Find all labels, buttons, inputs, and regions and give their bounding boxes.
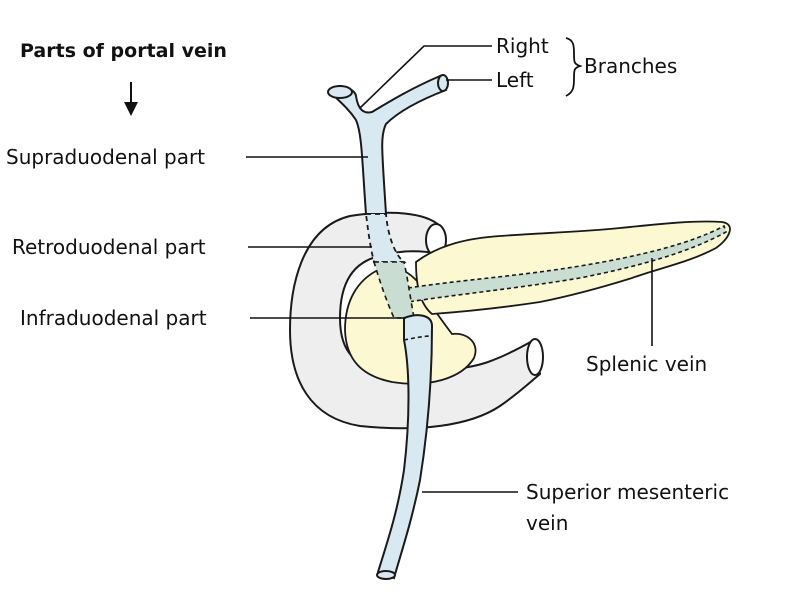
brace-icon <box>565 37 583 97</box>
duodenum-lower-end <box>526 338 544 376</box>
down-arrow-icon <box>124 102 138 116</box>
sm-vein-end <box>376 570 396 580</box>
right-branch-end <box>327 85 353 99</box>
duodenum <box>288 211 542 430</box>
label-superior-mesenteric-line1: Superior mesenteric <box>526 480 729 504</box>
label-branches: Branches <box>584 54 677 78</box>
label-superior-mesenteric-line2: vein <box>526 511 568 535</box>
label-retroduodenal: Retroduodenal part <box>12 235 206 259</box>
label-splenic-vein: Splenic vein <box>586 352 707 376</box>
label-infraduodenal: Infraduodenal part <box>20 306 207 330</box>
portal-vein-supraduodenal <box>328 74 448 215</box>
diagram-title: Parts of portal vein <box>20 40 227 62</box>
leader-right <box>359 45 492 109</box>
left-branch-end <box>437 74 449 92</box>
sm-vein-junction-dash <box>403 335 433 341</box>
label-right: Right <box>496 34 549 58</box>
label-left: Left <box>496 68 534 92</box>
label-supraduodenal: Supraduodenal part <box>6 145 205 169</box>
splenic-vein <box>407 224 727 303</box>
portal-vein-infraduodenal <box>372 261 415 319</box>
superior-mesenteric-vein <box>376 314 434 580</box>
